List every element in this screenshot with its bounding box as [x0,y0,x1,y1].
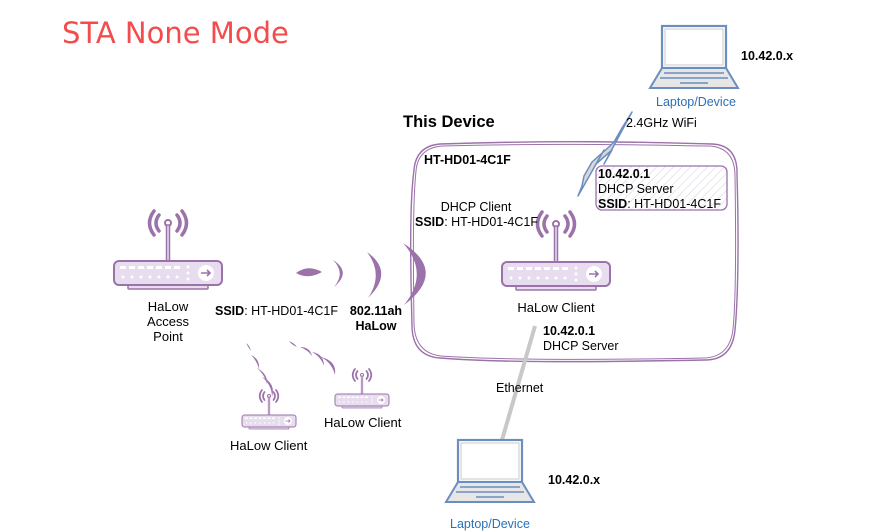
halow-link-label: 802.11ah HaLow [345,304,407,334]
eth-ip: 10.42.0.1 [543,324,596,338]
wifi-link-label: 2.4GHz WiFi [626,116,697,130]
access-point-ssid: SSID: HT-HD01-4C1F [215,304,338,319]
this-device-container [409,140,739,363]
ap-label-line: Point [153,329,183,344]
page-title: STA None Mode [62,16,289,50]
halow-signal-waves-client1-icon [246,343,273,397]
halow-link-line2: HaLow [355,319,397,333]
laptop-bottom-label: Laptop/Device [450,517,530,531]
ethernet-link-line [500,325,537,441]
ap-info: 10.42.0.1 DHCP Server SSID: HT-HD01-4C1F [598,167,721,212]
eth-info: 10.42.0.1 DHCP Server [543,324,618,354]
ssid-label: SSID [415,215,445,229]
ethernet-link-label: Ethernet [496,381,544,395]
ap-ip: 10.42.0.1 [598,167,651,181]
this-device-router-label: HaLow Client [517,300,595,315]
access-point-router-icon [112,209,224,291]
halow-client-1-router-icon [241,389,297,430]
laptop-top-ip: 10.42.0.x [741,49,794,63]
wifi-link-bolt [577,111,633,197]
this-device-name: HT-HD01-4C1F [424,153,511,167]
client-info: DHCP Client SSID: HT-HD01-4C1F [415,200,538,230]
ap-label-line: HaLow [147,299,189,314]
client-ssid: SSID: HT-HD01-4C1F [415,215,538,230]
laptop-bottom-ip: 10.42.0.x [548,473,601,487]
ap-label-line: Access [147,314,189,329]
ssid-value: : HT-HD01-4C1F [244,304,338,318]
laptop-top-icon [648,24,740,90]
ap-ssid: SSID: HT-HD01-4C1F [598,197,721,212]
client-role: DHCP Client [440,200,512,214]
access-point-label: HaLow Access Point [128,299,208,344]
halow-link-line1: 802.11ah [349,304,403,318]
halow-signal-waves-client2-icon [289,341,336,375]
ssid-value: : HT-HD01-4C1F [627,197,721,211]
halow-client-1-label: HaLow Client [230,438,308,453]
ap-role: DHCP Server [598,182,674,196]
halow-client-2-label: HaLow Client [324,415,402,430]
this-device-heading: This Device [403,113,495,131]
laptop-bottom-icon [444,438,536,504]
ssid-value: : HT-HD01-4C1F [444,215,538,229]
eth-role: DHCP Server [543,339,619,353]
ssid-label: SSID [215,304,245,318]
ap-info-box [595,165,728,211]
ssid-label: SSID [598,197,628,211]
halow-client-2-router-icon [334,368,390,409]
halow-signal-waves-icon [296,243,426,305]
laptop-top-label: Laptop/Device [656,95,736,109]
